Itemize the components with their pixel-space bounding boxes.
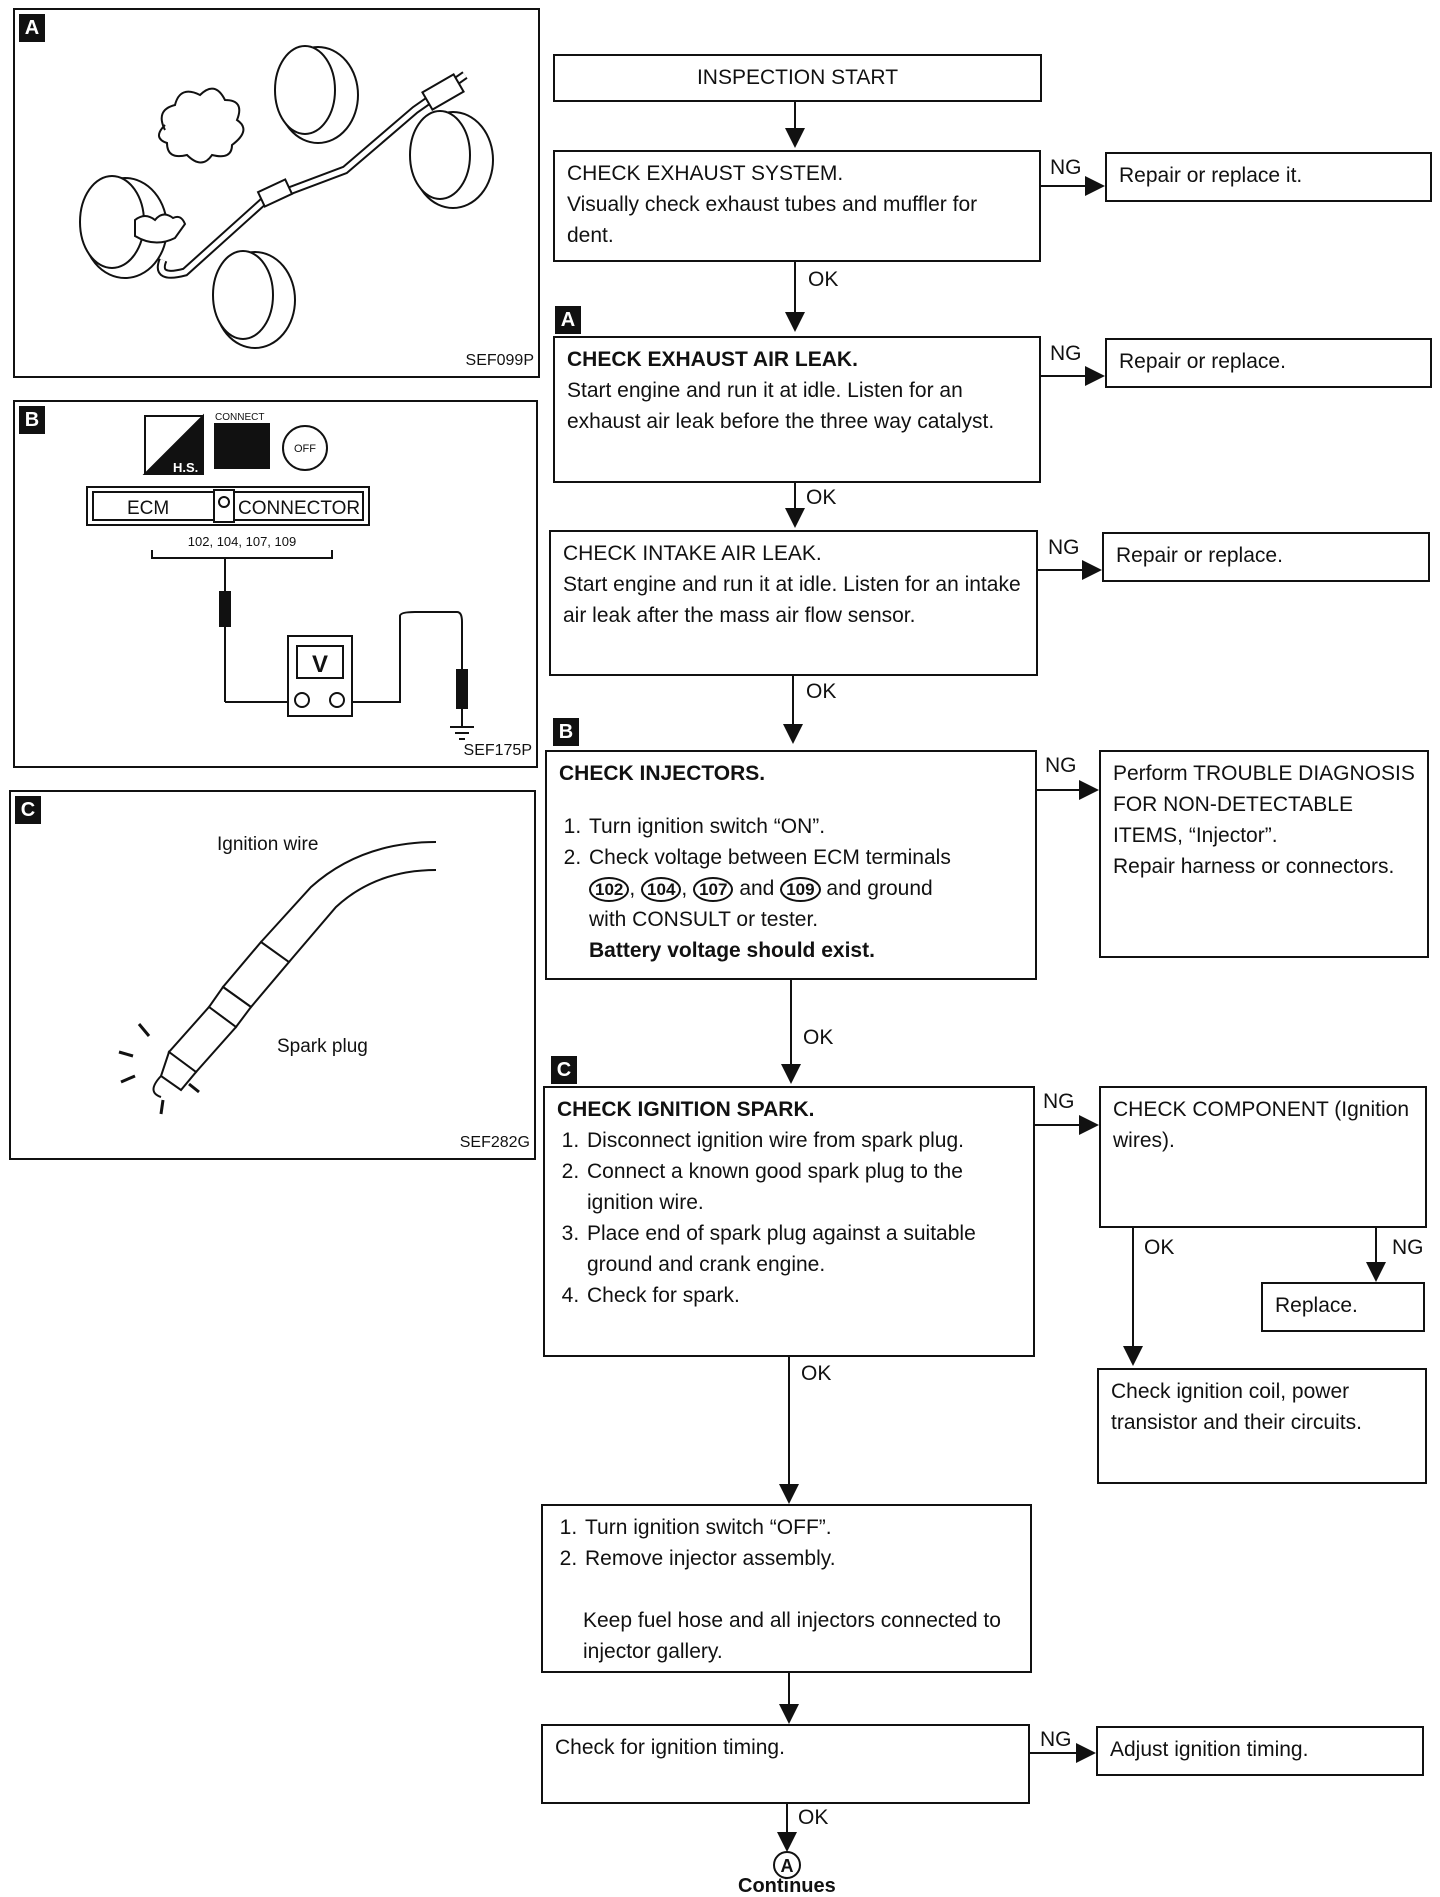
remove-injector-box: Turn ignition switch “OFF”. Remove injec…: [541, 1504, 1032, 1673]
panel-c-tag: C: [15, 796, 41, 824]
off-label: OFF: [294, 443, 316, 455]
inspection-start-label: INSPECTION START: [696, 66, 899, 89]
ng-label-6: NG: [1392, 1236, 1424, 1259]
injectors-step-2-a: Check voltage between ECM terminals: [589, 846, 951, 869]
ok-label-1: OK: [808, 268, 839, 291]
ok-label-3: OK: [806, 680, 837, 703]
remove-step-1: Turn ignition switch “OFF”.: [583, 1512, 1018, 1543]
injectors-step-2-b: and ground: [826, 877, 933, 900]
terminal-102-badge: 102: [589, 877, 630, 902]
check-ignition-spark-title: CHECK IGNITION SPARK.: [557, 1098, 815, 1121]
exhaust-system-ng-text: Repair or replace it.: [1119, 164, 1303, 187]
ng-label-3: NG: [1048, 536, 1080, 559]
spark-plug-illustration: [118, 841, 437, 1115]
spark-step-1: Disconnect ignition wire from spark plug…: [585, 1125, 1021, 1156]
check-ignition-spark-box: CHECK IGNITION SPARK. Disconnect ignitio…: [543, 1086, 1035, 1357]
ok-label-4: OK: [803, 1026, 834, 1049]
exhaust-leak-tag: A: [555, 306, 581, 334]
ng-label-5: NG: [1043, 1090, 1075, 1113]
injectors-ng-text-1: Perform TROUBLE DIAGNOSIS FOR NON-DETECT…: [1113, 762, 1415, 847]
check-ignition-coil-box: Check ignition coil, power transistor an…: [1097, 1368, 1427, 1484]
intake-leak-ng-box: Repair or replace.: [1102, 532, 1430, 582]
check-component-text: CHECK COMPONENT (Ignition wires).: [1113, 1098, 1410, 1152]
check-exhaust-system-box: CHECK EXHAUST SYSTEM. Visually check exh…: [553, 150, 1041, 262]
check-intake-air-leak-body: Start engine and run it at idle. Listen …: [563, 573, 1021, 627]
spark-step-3: Place end of spark plug against a suitab…: [585, 1218, 1021, 1280]
ok-label-2: OK: [806, 486, 837, 509]
ignition-timing-ng-box: Adjust ignition timing.: [1096, 1726, 1424, 1776]
ng-label-4: NG: [1045, 754, 1077, 777]
ok-label-7: OK: [798, 1806, 829, 1829]
terminal-104-badge: 104: [641, 877, 682, 902]
replace-box: Replace.: [1261, 1282, 1425, 1332]
injectors-step-2-c: with CONSULT or tester.: [589, 908, 819, 931]
check-intake-air-leak-title: CHECK INTAKE AIR LEAK.: [563, 542, 822, 565]
check-component-box: CHECK COMPONENT (Ignition wires).: [1099, 1086, 1427, 1228]
check-ignition-timing-box: Check for ignition timing.: [541, 1724, 1030, 1804]
spark-step-4: Check for spark.: [585, 1280, 1021, 1311]
panel-a-exhaust-illustration: A SEF099P: [13, 8, 540, 378]
check-ignition-coil-text: Check ignition coil, power transistor an…: [1111, 1380, 1362, 1434]
injectors-step-1: Turn ignition switch “ON”.: [587, 811, 1023, 842]
check-intake-air-leak-box: CHECK INTAKE AIR LEAK. Start engine and …: [549, 530, 1038, 676]
exhaust-system-ng-box: Repair or replace it.: [1105, 152, 1432, 202]
ok-label-5: OK: [801, 1362, 832, 1385]
terminals-label: 102, 104, 107, 109: [188, 534, 296, 549]
check-exhaust-system-body: Visually check exhaust tubes and muffler…: [567, 193, 978, 247]
panel-a-tag: A: [19, 14, 45, 42]
check-injectors-box: CHECK INJECTORS. Turn ignition switch “O…: [545, 750, 1037, 980]
spark-step-2: Connect a known good spark plug to the i…: [585, 1156, 1021, 1218]
check-injectors-title: CHECK INJECTORS.: [559, 762, 766, 785]
injectors-tag: B: [553, 718, 579, 746]
ng-label-1: NG: [1050, 156, 1082, 179]
ecm-label: ECM: [127, 498, 169, 519]
ecm-voltage-diagram: H.S. CONNECT OFF ECM CONNECTOR 102, 104,…: [86, 412, 474, 740]
panel-c-code: SEF282G: [459, 1134, 530, 1151]
check-exhaust-air-leak-body: Start engine and run it at idle. Listen …: [567, 379, 995, 433]
exhaust-system-illustration: [79, 45, 494, 349]
terminal-109-badge: 109: [780, 877, 821, 902]
injectors-ng-box: Perform TROUBLE DIAGNOSIS FOR NON-DETECT…: [1099, 750, 1429, 958]
exhaust-leak-ng-box: Repair or replace.: [1105, 338, 1432, 388]
panel-b-ecm-voltage-illustration: H.S. CONNECT OFF ECM CONNECTOR 102, 104,…: [13, 400, 538, 768]
terminal-107-badge: 107: [693, 877, 734, 902]
panel-b-code: SEF175P: [463, 742, 532, 759]
spark-tag: C: [551, 1056, 577, 1084]
and-word: and: [739, 877, 775, 900]
panel-b-tag: B: [19, 406, 45, 434]
remove-note: Keep fuel hose and all injectors connect…: [583, 1609, 1001, 1663]
ng-label-7: NG: [1040, 1728, 1072, 1751]
voltmeter-label: V: [312, 651, 328, 678]
connector-label: CONNECTOR: [238, 498, 360, 519]
exhaust-leak-ng-text: Repair or replace.: [1119, 350, 1286, 373]
battery-voltage-note: Battery voltage should exist.: [589, 939, 875, 962]
ignition-timing-ng-text: Adjust ignition timing.: [1110, 1738, 1309, 1761]
continues-label: Continues: [738, 1875, 836, 1897]
check-exhaust-air-leak-box: CHECK EXHAUST AIR LEAK. Start engine and…: [553, 336, 1041, 483]
panel-a-code: SEF099P: [465, 352, 534, 369]
connect-label: CONNECT: [215, 412, 264, 423]
check-exhaust-system-title: CHECK EXHAUST SYSTEM.: [567, 162, 844, 185]
ok-label-6: OK: [1144, 1236, 1175, 1259]
hs-label: H.S.: [173, 460, 198, 475]
check-ignition-timing-text: Check for ignition timing.: [555, 1736, 785, 1759]
replace-text: Replace.: [1275, 1294, 1358, 1317]
ng-label-2: NG: [1050, 342, 1082, 365]
intake-leak-ng-text: Repair or replace.: [1116, 544, 1283, 567]
spark-plug-label: Spark plug: [277, 1036, 368, 1057]
injectors-step-2: Check voltage between ECM terminals 102,…: [587, 842, 1023, 966]
remove-step-2: Remove injector assembly.: [583, 1543, 1018, 1574]
connector-a-label: A: [781, 1856, 794, 1876]
panel-c-spark-plug-illustration: C Ignition wire Spark plug SEF282G: [9, 790, 536, 1160]
ignition-wire-label: Ignition wire: [217, 834, 319, 855]
injectors-ng-text-2: Repair harness or connectors.: [1113, 855, 1395, 878]
check-exhaust-air-leak-title: CHECK EXHAUST AIR LEAK.: [567, 348, 858, 371]
inspection-start-box: INSPECTION START: [553, 54, 1042, 102]
